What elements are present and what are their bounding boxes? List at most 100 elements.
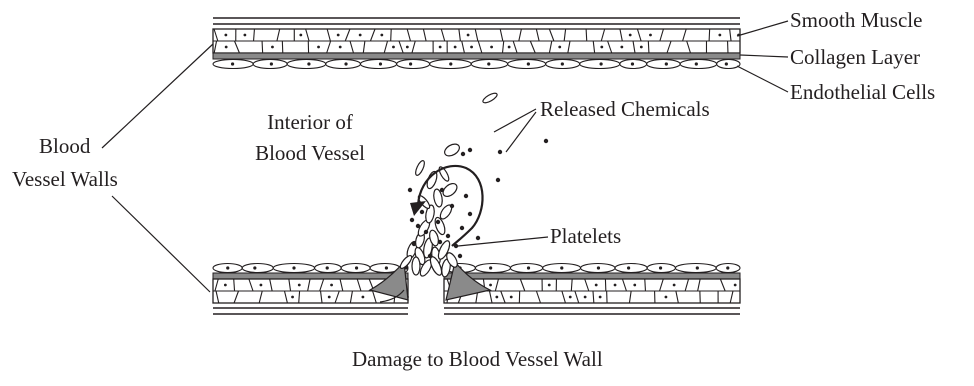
released-chemicals-label: Released Chemicals <box>540 99 710 120</box>
endothelial-nucleus <box>385 266 388 269</box>
endothelial-nucleus <box>409 62 412 65</box>
endothelial-nucleus <box>344 62 347 65</box>
chemical-dot <box>464 194 468 198</box>
smooth-muscle-label: Smooth Muscle <box>790 10 922 31</box>
muscle-cell-nucleus <box>406 46 409 49</box>
chemical-dot <box>496 178 500 182</box>
endothelial-nucleus <box>696 266 699 269</box>
endothelial-leader <box>737 66 788 92</box>
endothelial-cell <box>647 60 680 69</box>
endothelial-cell <box>287 60 326 69</box>
platelet <box>412 257 420 275</box>
chemical-dot <box>428 254 432 258</box>
chemical-dot <box>408 188 412 192</box>
muscle-cell-nucleus <box>439 46 442 49</box>
muscle-cell-nucleus <box>665 296 668 299</box>
endothelial-cell <box>475 264 510 273</box>
endothelial-nucleus <box>659 266 662 269</box>
smooth-muscle-leader <box>737 21 788 36</box>
muscle-cell-nucleus <box>495 296 498 299</box>
arrow-head <box>410 201 426 216</box>
muscle-cell-edge <box>645 279 646 291</box>
chemical-dot <box>468 212 472 216</box>
chemicals-leader-b <box>506 112 536 152</box>
muscle-cell-nucleus <box>489 284 492 287</box>
endothelial-nucleus <box>561 62 564 65</box>
muscle-cell-nucleus <box>558 46 561 49</box>
endothelial-cell <box>360 60 396 69</box>
muscle-cell-nucleus <box>600 46 603 49</box>
endothelial-nucleus <box>597 266 600 269</box>
muscle-cell-nucleus <box>380 34 383 37</box>
muscle-cell-nucleus <box>362 296 365 299</box>
muscle-cell-edge <box>586 29 587 41</box>
endothelial-cell <box>326 60 361 69</box>
muscle-cell-nucleus <box>271 46 274 49</box>
chemical-dot <box>498 150 502 154</box>
muscle-cell-nucleus <box>467 34 470 37</box>
muscle-cell-nucleus <box>629 34 632 37</box>
chemical-dot <box>476 236 480 240</box>
collagen-band <box>444 273 740 279</box>
muscle-cell-nucleus <box>337 34 340 37</box>
muscle-cell-nucleus <box>595 284 598 287</box>
endothelial-nucleus <box>527 62 530 65</box>
chemical-dot <box>436 220 440 224</box>
endothelial-nucleus <box>665 62 668 65</box>
platelets-label: Platelets <box>550 226 621 247</box>
muscle-cell-nucleus <box>718 34 721 37</box>
muscle-cell-nucleus <box>490 46 493 49</box>
chemical-dot <box>424 230 428 234</box>
collagen-layer-label: Collagen Layer <box>790 47 920 68</box>
muscle-cell-nucleus <box>734 284 737 287</box>
endothelial-nucleus <box>307 62 310 65</box>
endothelial-nucleus <box>355 266 358 269</box>
muscle-cell-nucleus <box>470 46 473 49</box>
vessel-walls-label-line1: Blood <box>39 136 90 157</box>
endothelial-nucleus <box>695 62 698 65</box>
endothelial-nucleus <box>487 62 490 65</box>
interior-label-line1: Interior of <box>251 112 369 133</box>
endothelial-cell <box>615 264 647 273</box>
muscle-cell-nucleus <box>599 296 602 299</box>
platelet <box>414 159 426 176</box>
endothelial-nucleus <box>527 266 530 269</box>
chemical-dot <box>410 218 414 222</box>
muscle-cell-nucleus <box>633 284 636 287</box>
endothelial-nucleus <box>489 266 492 269</box>
muscle-cell-edge <box>709 29 710 41</box>
endothelial-cell <box>242 264 273 273</box>
chemical-dot <box>440 188 444 192</box>
endothelial-cell <box>508 60 546 69</box>
chemical-dot <box>446 234 450 238</box>
endothelial-cell <box>397 60 430 69</box>
muscle-cell-nucleus <box>510 296 513 299</box>
chemical-dot <box>458 254 462 258</box>
muscle-cell-nucleus <box>330 284 333 287</box>
collagen-leader <box>740 55 788 57</box>
platelets-leader <box>458 237 548 246</box>
muscle-cell-nucleus <box>224 284 227 287</box>
chemical-dot <box>544 139 548 143</box>
chemical-dot <box>420 210 424 214</box>
muscle-cell-nucleus <box>291 296 294 299</box>
endothelial-cells-label: Endothelial Cells <box>790 82 935 103</box>
muscle-cell-nucleus <box>649 34 652 37</box>
endothelial-nucleus <box>726 266 729 269</box>
muscle-cell-nucleus <box>339 46 342 49</box>
collagen-band <box>213 273 408 279</box>
endothelial-nucleus <box>449 62 452 65</box>
upper-vessel-wall <box>213 18 740 69</box>
muscle-cell-nucleus <box>317 46 320 49</box>
platelet <box>482 91 499 104</box>
muscle-cell-nucleus <box>640 46 643 49</box>
muscle-cell-nucleus <box>454 46 457 49</box>
endothelial-nucleus <box>560 266 563 269</box>
endothelial-nucleus <box>226 266 229 269</box>
endothelial-nucleus <box>631 62 634 65</box>
endothelial-cell <box>680 60 717 69</box>
endothelial-nucleus <box>379 62 382 65</box>
endothelial-cell <box>717 60 740 69</box>
muscle-cell-nucleus <box>508 46 511 49</box>
muscle-cell-nucleus <box>260 284 263 287</box>
